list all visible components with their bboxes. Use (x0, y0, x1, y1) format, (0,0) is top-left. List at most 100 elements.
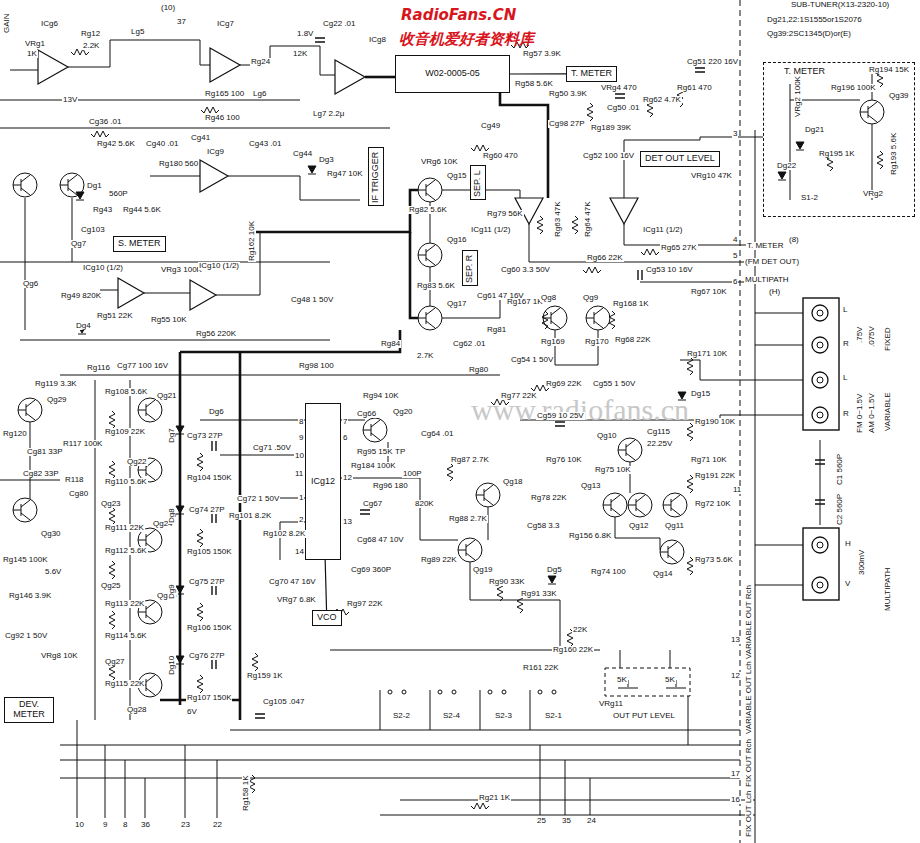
component-label: Dg21 (804, 126, 825, 134)
component-label: Cg105 .047 (262, 698, 305, 706)
resistor-symbol (542, 311, 548, 329)
component-label: 560P (108, 190, 129, 198)
component-label: 35 (561, 817, 572, 825)
wire (790, 84, 791, 200)
component-label: 5K (616, 676, 628, 684)
opamp-symbol (210, 48, 240, 82)
component-label: Qg8 (540, 294, 557, 302)
resistor-symbol (197, 675, 203, 693)
component-label: Rg146 3.9K (8, 592, 52, 600)
component-label: 1.8V (296, 30, 314, 38)
component-label: Rg73 5.6K (694, 556, 734, 564)
wire (25, 198, 26, 330)
component-label: Rg194 15K (868, 66, 910, 74)
component-label: Rg74 100 (590, 568, 627, 576)
component-label: Rg171 10K (686, 350, 728, 358)
component-label: Rg160 22K (552, 646, 594, 654)
wire (200, 420, 305, 421)
component-label: Dg21,22:1S1555or1S2076 (766, 16, 863, 24)
component-label: Rg56 220K (195, 330, 237, 338)
resistor-symbol (109, 611, 115, 629)
component-label: Rg87 2.7K (450, 456, 490, 464)
label-box: DET OUT LEVEL (640, 151, 720, 167)
component-label: VRg10 47K (690, 172, 733, 180)
component-label: Rg81 (486, 326, 507, 334)
component-label: Cg44 (292, 150, 313, 158)
component-label: Cg67 (362, 500, 383, 508)
switch-contact (552, 690, 556, 694)
component-label: VRg8 10K (40, 652, 78, 660)
box-text: T. METER (571, 69, 612, 79)
resistor-symbol (109, 411, 115, 429)
component-label: Qg27 (104, 658, 126, 666)
component-label: S1-2 (800, 194, 819, 202)
switch-contact (402, 690, 406, 694)
component-label: Rg180 560 (158, 160, 199, 168)
wire (150, 176, 200, 177)
component-label: Cg103 (80, 226, 106, 234)
component-label: Cg52 100 16V (582, 152, 635, 160)
component-label: Rg112 5.6K (104, 547, 148, 555)
component-label: Rg67 10K (690, 288, 728, 296)
component-label: VRg4 470 (600, 84, 638, 92)
component-label: 8 (122, 821, 128, 829)
component-label: Rg61 470 (676, 84, 713, 92)
resistor-symbol (471, 145, 489, 151)
transistor-symbol (138, 398, 162, 422)
component-label: SUB-TUNER(X13-2320-10) (790, 1, 890, 9)
wire (341, 478, 458, 540)
component-label: Cg40 .01 (145, 140, 179, 148)
component-label: Rg57 3.9K (522, 50, 562, 58)
wire (670, 650, 671, 668)
component-label: 12K (292, 50, 308, 58)
component-label: Rg97 22K (346, 600, 384, 608)
wire (77, 720, 78, 818)
wire (615, 517, 660, 550)
signal-path (500, 93, 548, 198)
resistor-symbol (197, 603, 203, 621)
component-label: 4 (732, 236, 738, 244)
component-label: AM 0~1.5V (868, 392, 876, 434)
resistor-symbol (587, 103, 593, 121)
component-label: Rg169 (540, 338, 566, 346)
component-label: 1 (298, 494, 304, 502)
switch-contact (388, 690, 392, 694)
component-label: 6 (732, 278, 738, 286)
transistor-symbol (418, 178, 442, 202)
component-label: VRg1 (24, 40, 46, 48)
capacitor-symbol (695, 68, 705, 72)
signal-path (410, 232, 418, 318)
resistor-symbol (109, 561, 115, 579)
label-box: S. METER (113, 236, 166, 252)
component-label: ICg10 (1/2) (82, 264, 124, 272)
component-label: Rg167 1K (506, 298, 544, 306)
wire (60, 375, 500, 376)
component-label: ICg7 (216, 20, 235, 28)
wire (640, 282, 760, 283)
wire (20, 340, 330, 341)
component-label: VARIABLE (884, 391, 892, 432)
diode-symbol (76, 192, 84, 200)
watermark: 收音机爱好者资料库 (398, 32, 535, 47)
component-label: 13 (730, 636, 741, 644)
wire (60, 760, 740, 761)
component-label: 10 (294, 452, 305, 460)
component-label: ICg6 (40, 20, 59, 28)
component-label: Cg77 100 16V (116, 362, 169, 370)
capacitor-symbol (360, 510, 370, 514)
component-label: Rg44 5.6K (122, 206, 162, 214)
component-label: S2-1 (544, 712, 563, 720)
component-label: Cg98 27P (548, 120, 586, 128)
component-label: Qg18 (502, 478, 524, 486)
component-label: 2 (298, 516, 304, 524)
transistor-symbol (586, 306, 610, 330)
resistor-symbol (609, 311, 615, 329)
component-label: Rg64 47K (584, 200, 592, 238)
component-label: Rg104 150K (186, 474, 232, 482)
wire (68, 40, 210, 67)
component-label: FM 0~1.5V (856, 393, 864, 434)
opamp-symbol (335, 60, 365, 94)
label-box: DEV. METER (4, 697, 54, 723)
component-label: Rg106 150K (186, 624, 232, 632)
